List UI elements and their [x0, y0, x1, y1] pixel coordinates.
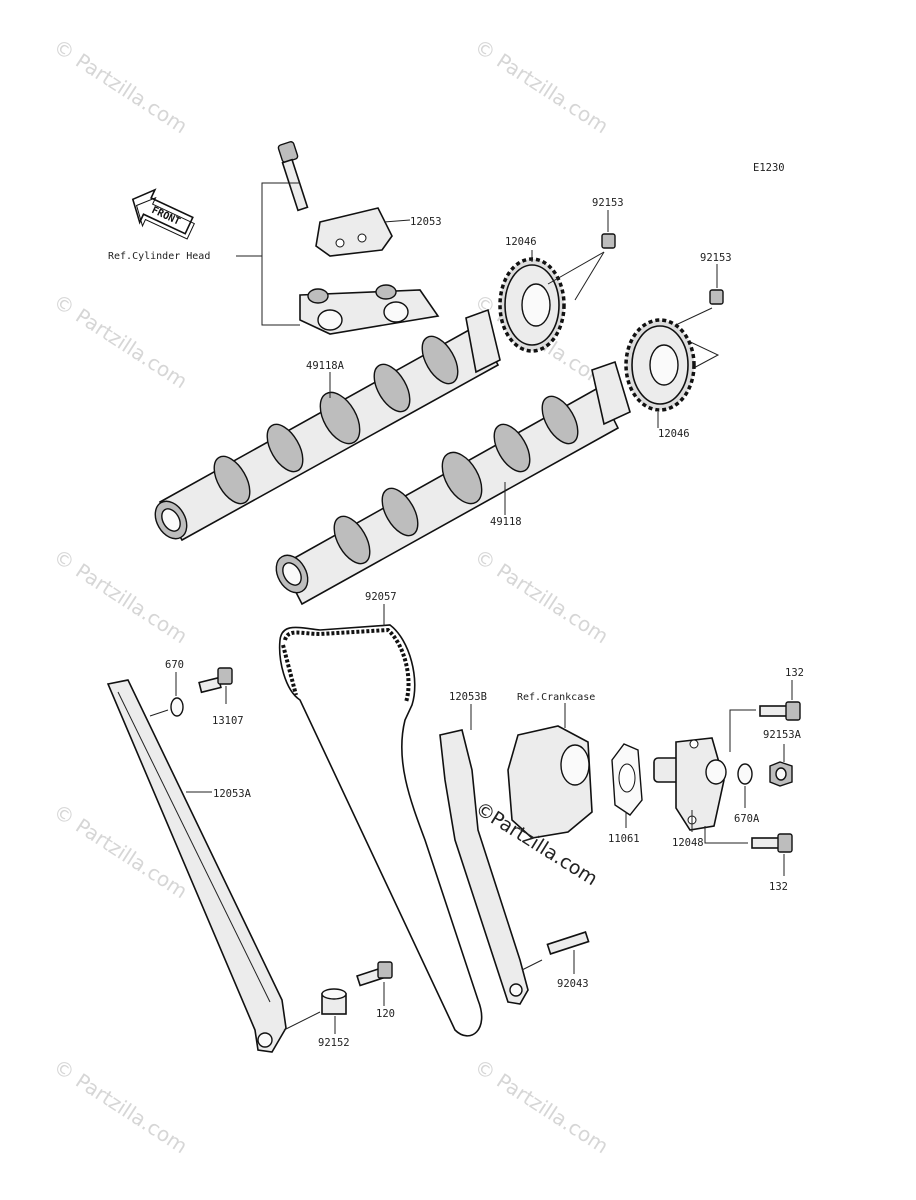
ref-crankcase: Ref.Crankcase [517, 692, 595, 703]
label-12053A: 12053A [213, 788, 252, 800]
camshaft-cap-bolt [277, 141, 309, 212]
cam-chain-guide-upper [315, 207, 393, 257]
watermark: © Partzilla.com [470, 544, 613, 648]
label-12046-right: 12046 [658, 428, 690, 440]
watermark: © Partzilla.com [49, 544, 192, 648]
guide-pivot-collar [321, 988, 347, 1015]
tensioner-bolt-upper [759, 701, 801, 721]
label-132-top: 132 [785, 667, 804, 679]
label-12046-top: 12046 [505, 236, 537, 248]
camshaft-caps [299, 284, 440, 335]
camshaft-sprocket-exhaust [624, 318, 696, 412]
label-49118: 49118 [490, 516, 522, 528]
sprocket-bolt-a [601, 233, 616, 249]
camshaft-exhaust [275, 360, 631, 606]
cam-chain-guide-rear [106, 679, 287, 1053]
watermark: © Partzilla.com [49, 289, 192, 393]
label-92043: 92043 [557, 978, 589, 990]
label-13107: 13107 [212, 715, 244, 727]
tensioner-gasket [611, 743, 643, 816]
watermark: © Partzilla.com [470, 1054, 613, 1158]
ref-cylinder-head: Ref.Cylinder Head [108, 251, 210, 262]
crankcase-section [507, 725, 593, 839]
cam-chain-tensioner-guide [439, 729, 529, 1005]
tensioner-cap-bolt [769, 761, 793, 787]
label-12048: 12048 [672, 837, 704, 849]
label-92057: 92057 [365, 591, 397, 603]
label-92153A: 92153A [763, 729, 802, 741]
watermark: © Partzilla.com [49, 34, 192, 138]
label-92153-a: 92153 [592, 197, 624, 209]
tensioner-washer [737, 763, 753, 785]
chain-guide-bolt [198, 667, 233, 694]
label-92152: 92152 [318, 1037, 350, 1049]
camshaft-intake [154, 308, 501, 542]
cam-chain [278, 624, 483, 1037]
label-132-bottom: 132 [769, 881, 788, 893]
front-arrow-icon: FRONT [131, 188, 195, 240]
tensioner-guide-pin [546, 931, 590, 955]
diagram-code: E1230 [753, 162, 785, 174]
label-120: 120 [376, 1008, 395, 1020]
label-92153-b: 92153 [700, 252, 732, 264]
tensioner-bolt-lower [751, 833, 793, 853]
cam-chain-tensioner [653, 737, 727, 831]
label-12053B: 12053B [449, 691, 487, 703]
label-11061: 11061 [608, 833, 640, 845]
sprocket-bolt-b [709, 289, 724, 305]
guide-washer [170, 697, 184, 717]
watermark: © Partzilla.com [470, 34, 613, 138]
label-12053: 12053 [410, 216, 442, 228]
guide-pivot-bolt [356, 961, 393, 987]
watermark: © Partzilla.com [49, 1054, 192, 1158]
label-670A: 670A [734, 813, 760, 825]
label-49118A: 49118A [306, 360, 345, 372]
label-670: 670 [165, 659, 184, 671]
camshaft-sprocket-intake [498, 257, 566, 353]
